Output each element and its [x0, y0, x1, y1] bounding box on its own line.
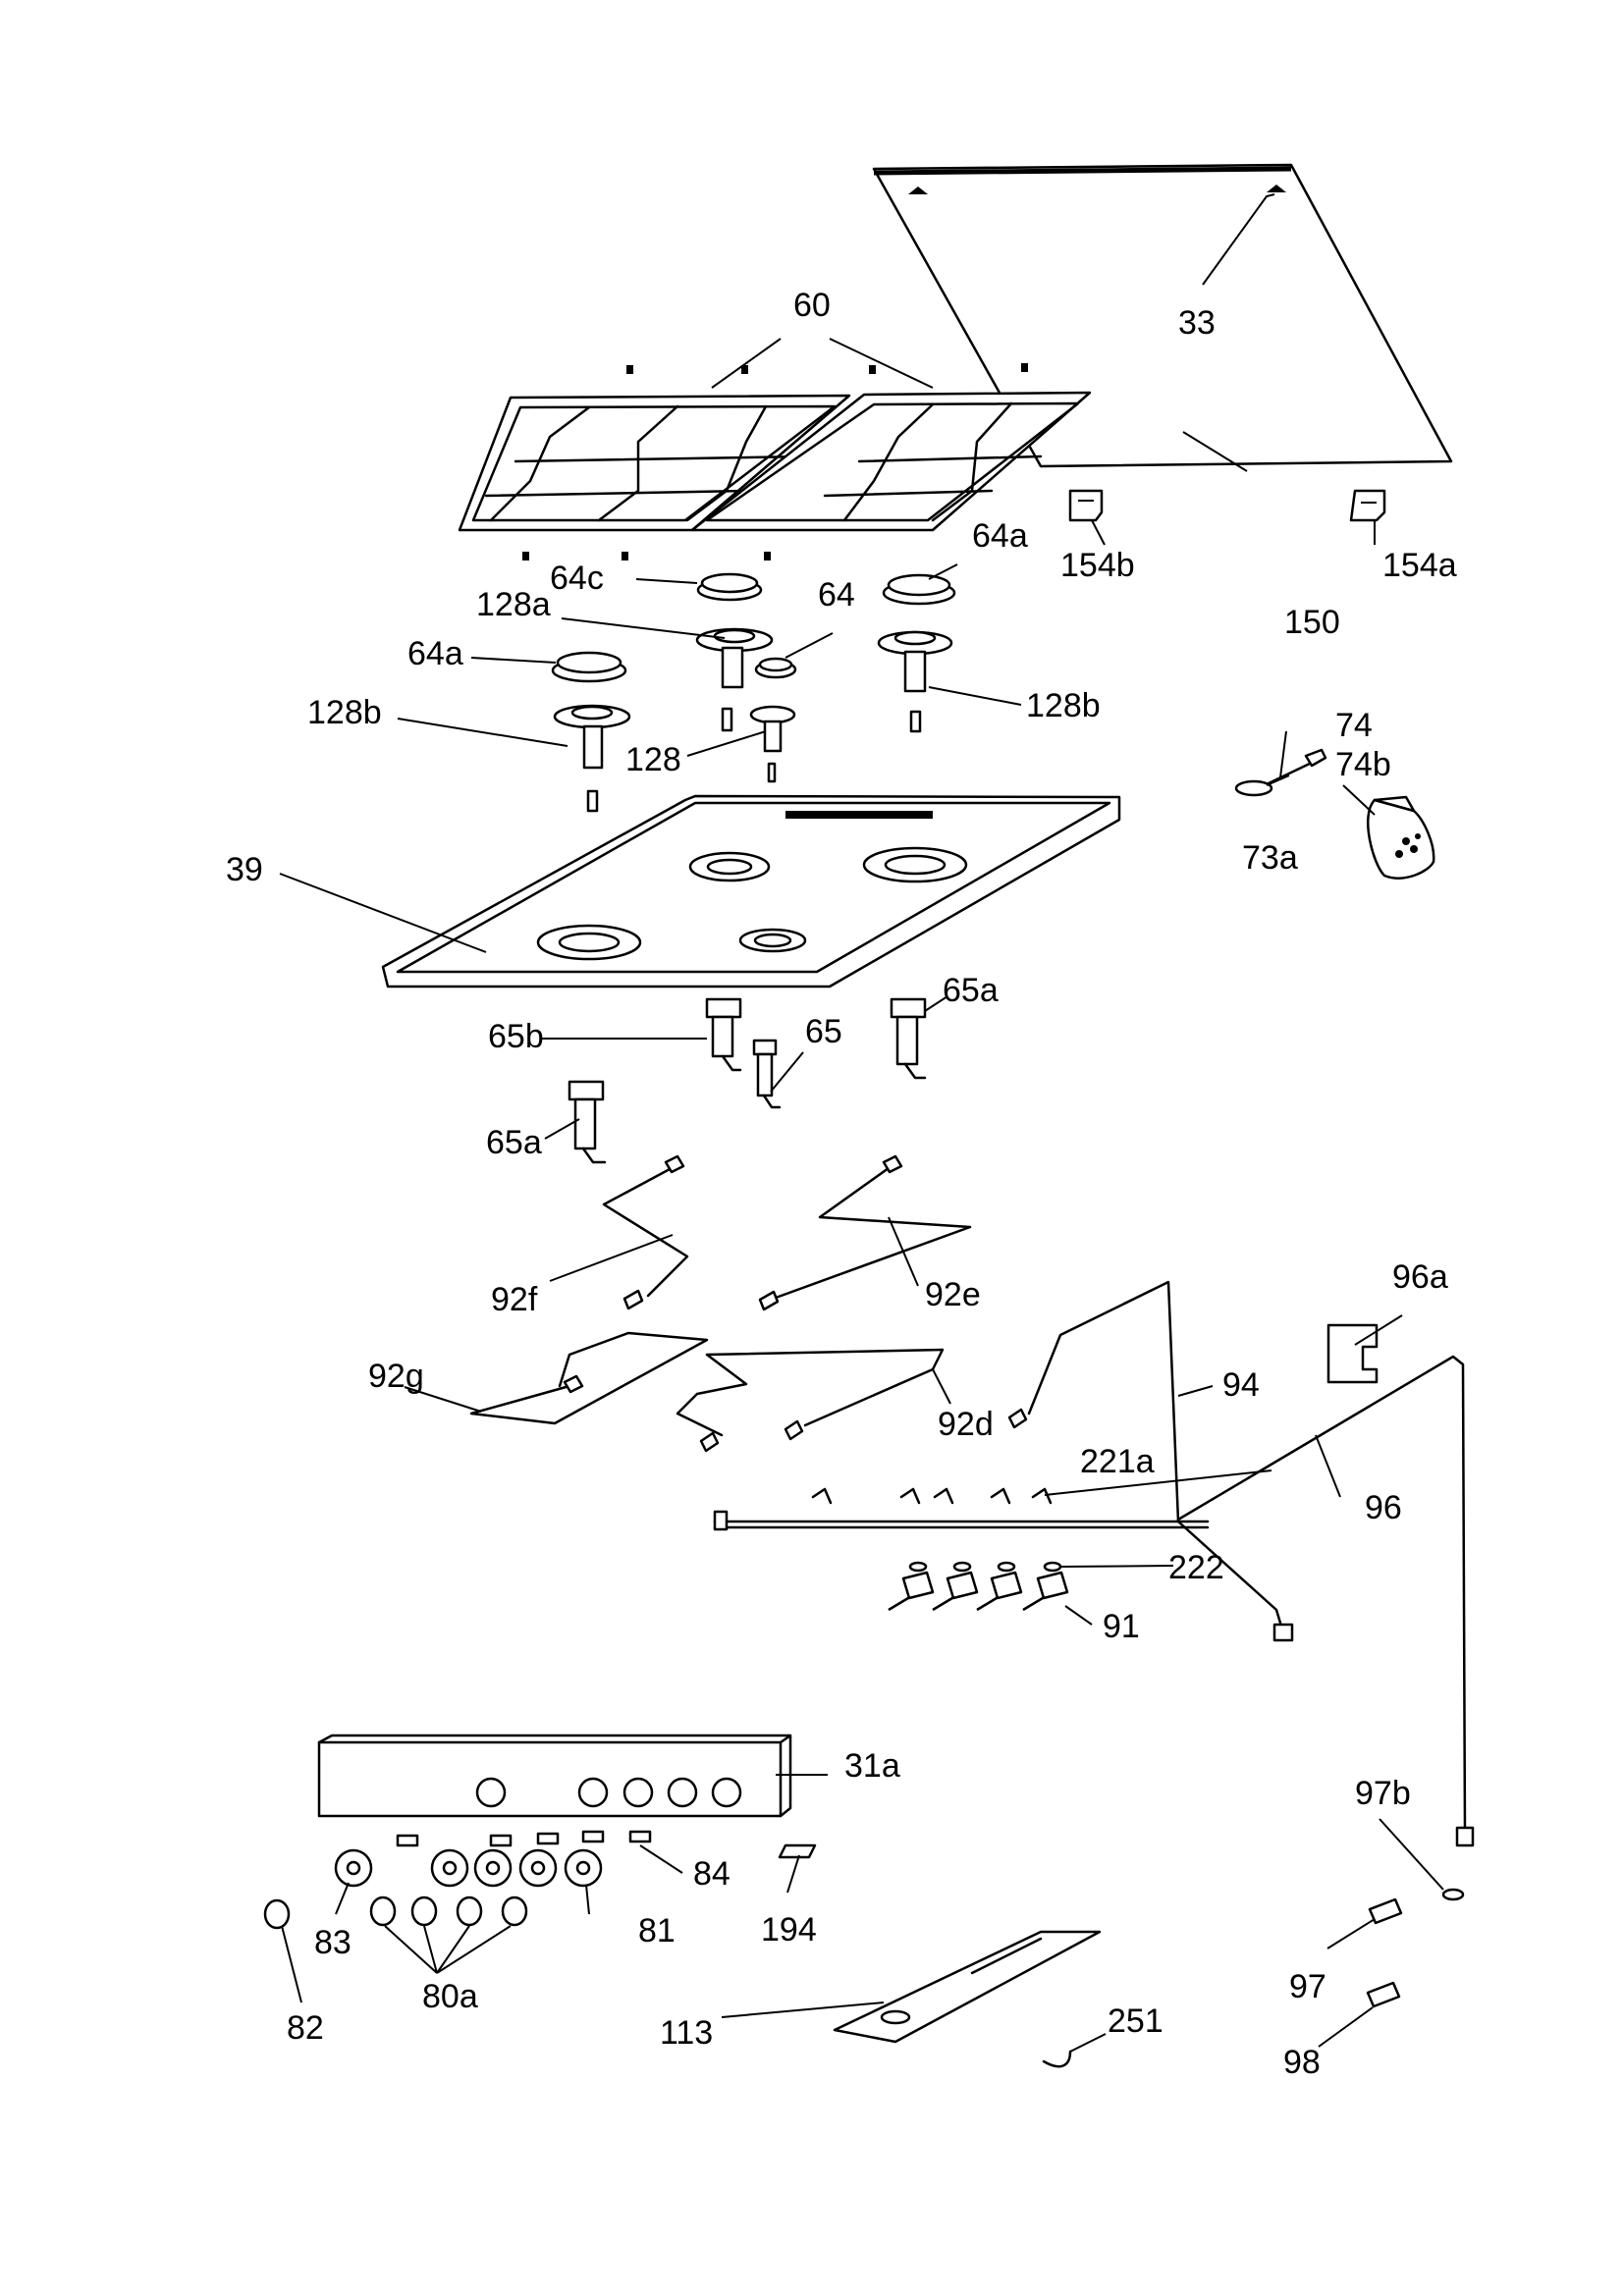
- label-194: 194: [761, 1911, 817, 1949]
- bracket-96a: [1326, 1323, 1379, 1384]
- label-98: 98: [1283, 2044, 1321, 2081]
- hob-top-39: [381, 794, 1121, 988]
- label-154b: 154b: [1060, 547, 1135, 584]
- bezels-83-81: [334, 1848, 603, 1888]
- pipe-94: [1007, 1280, 1294, 1642]
- pipe-92f: [602, 1154, 689, 1310]
- label-39: 39: [226, 851, 263, 888]
- label-64c: 64c: [550, 560, 604, 597]
- part-194: [778, 1843, 817, 1859]
- pan-support-right: [690, 391, 1092, 532]
- label-92d: 92d: [938, 1406, 994, 1443]
- bag-74b: [1367, 795, 1435, 880]
- label-97b: 97b: [1355, 1775, 1411, 1812]
- knob-82: [263, 1898, 291, 1930]
- washer-97b: [1441, 1888, 1465, 1901]
- label-128: 128: [625, 741, 681, 778]
- part-labels: 33 60 150 154a 154b 64c 64a 128a 64 64a …: [226, 287, 1457, 2081]
- label-84: 84: [693, 1855, 730, 1893]
- control-panel-31a: [317, 1734, 792, 1818]
- label-91: 91: [1103, 1608, 1140, 1645]
- rubber-feet: [522, 363, 1028, 561]
- leader-lines: [279, 193, 1444, 2053]
- label-150: 150: [1284, 604, 1340, 641]
- burner-cap-64: [754, 657, 797, 679]
- label-222: 222: [1168, 1549, 1224, 1586]
- pipe-96: [1176, 1355, 1475, 1847]
- label-128a: 128a: [476, 586, 551, 623]
- fitting-97: [1368, 1897, 1403, 1925]
- hinge-154b: [1068, 489, 1104, 522]
- injector-65a-left: [568, 1080, 607, 1164]
- label-64a-left: 64a: [407, 635, 463, 672]
- glass-lid-part: [872, 163, 1453, 468]
- burner-cap-64a-right: [882, 573, 956, 606]
- injector-65b: [705, 997, 742, 1072]
- label-113: 113: [660, 2014, 713, 2052]
- washers-222: [908, 1561, 1062, 1573]
- label-96: 96: [1365, 1489, 1402, 1526]
- label-73a: 73a: [1242, 839, 1298, 877]
- pipe-92d: [676, 1348, 945, 1453]
- label-221a: 221a: [1080, 1443, 1155, 1480]
- label-92e: 92e: [925, 1276, 981, 1313]
- injector-65a-right: [890, 997, 927, 1080]
- label-65: 65: [805, 1013, 842, 1050]
- pan-support-left: [458, 394, 851, 532]
- label-83: 83: [314, 1924, 352, 1961]
- label-64: 64: [818, 576, 855, 614]
- burner-head-128a: [695, 627, 774, 732]
- label-97: 97: [1289, 1968, 1326, 2005]
- knobs-80a: [369, 1896, 528, 1927]
- springs-84: [396, 1830, 652, 1847]
- fitting-98: [1366, 1981, 1401, 2008]
- manifold-pipe: [713, 1510, 1210, 1531]
- label-92f: 92f: [491, 1281, 538, 1318]
- label-251: 251: [1108, 2002, 1163, 2040]
- label-81: 81: [638, 1912, 676, 1949]
- pipe-92g: [469, 1331, 709, 1425]
- pipe-92e: [758, 1154, 972, 1311]
- burner-head-128b-left: [553, 704, 631, 813]
- label-65a-left: 65a: [486, 1124, 542, 1161]
- label-31a: 31a: [844, 1747, 900, 1785]
- label-74b: 74b: [1335, 746, 1391, 783]
- burner-head-128: [749, 705, 796, 783]
- injector-65: [752, 1039, 782, 1109]
- burner-head-128b-right: [877, 630, 953, 733]
- label-64a-right: 64a: [972, 517, 1028, 555]
- label-60: 60: [793, 287, 831, 324]
- label-94: 94: [1222, 1366, 1260, 1404]
- burner-tray-113: [833, 1930, 1102, 2044]
- label-80a: 80a: [422, 1978, 478, 2015]
- hinge-154a: [1349, 489, 1386, 522]
- label-65b: 65b: [488, 1018, 544, 1055]
- label-33: 33: [1178, 304, 1216, 342]
- label-128b-left: 128b: [307, 694, 382, 731]
- label-82: 82: [287, 2009, 324, 2047]
- label-96a: 96a: [1392, 1258, 1448, 1296]
- label-74: 74: [1335, 707, 1373, 744]
- part-251: [1042, 2050, 1072, 2068]
- burner-cap-64a-left: [551, 651, 627, 683]
- clips-221a: [811, 1487, 1053, 1505]
- label-65a-right: 65a: [943, 972, 999, 1009]
- burner-cap-64c: [696, 572, 763, 602]
- label-128b-right: 128b: [1026, 687, 1101, 724]
- label-154a: 154a: [1382, 547, 1457, 584]
- label-92g: 92g: [368, 1358, 424, 1395]
- gas-taps-91: [888, 1571, 1069, 1612]
- spark-tool-73a: [1234, 748, 1327, 797]
